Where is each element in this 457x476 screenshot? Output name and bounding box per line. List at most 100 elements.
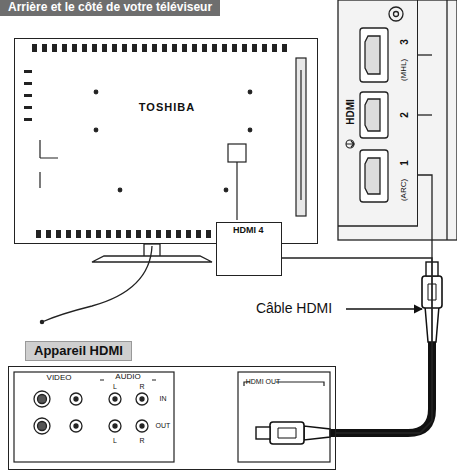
vent-slot (132, 44, 137, 52)
av-jack-part (113, 397, 117, 401)
vent-slot (206, 230, 211, 238)
vent-slot (156, 230, 161, 238)
vent-slot (262, 44, 267, 52)
node-label: HDMI (345, 99, 356, 125)
hdmi-port (360, 28, 388, 202)
vent-slot (52, 44, 57, 52)
av-jack-part (109, 393, 121, 405)
tv-back-part (40, 140, 58, 158)
vent-slot (242, 44, 247, 52)
label-arrow (346, 308, 422, 309)
hdmi-port-part (365, 36, 380, 74)
hdmi-connection (282, 258, 432, 433)
side-panel-part (338, 0, 457, 240)
av-jack-part (136, 420, 148, 432)
vent-slot (76, 230, 81, 238)
vent-slot (146, 230, 151, 238)
vent-slot (92, 44, 97, 52)
side-panel-part (446, 0, 447, 240)
vent-slot (232, 44, 237, 52)
hdmi-cable-part (278, 428, 296, 438)
vent-slot (46, 230, 51, 238)
vent-slot (86, 230, 91, 238)
hdmi-icon (223, 140, 355, 234)
vent-slot (96, 230, 101, 238)
vent-slot (32, 44, 37, 52)
part-label: 3 (399, 39, 410, 45)
hdmi-icon-part (346, 141, 354, 147)
vent-slot (36, 230, 41, 238)
av-jack-part (140, 424, 144, 428)
vent-slot (166, 230, 171, 238)
hdmi-cable-part (304, 426, 330, 440)
vent-slot (152, 44, 157, 52)
vent-slot (82, 44, 87, 52)
vent-slots (24, 44, 287, 238)
vent-slot (62, 44, 67, 52)
hdmi-icon-part (346, 140, 354, 148)
hdmi-cable-part (270, 422, 304, 444)
tv-back-part (296, 58, 306, 216)
part-label: R (139, 383, 144, 391)
part-label: AUDIO (115, 373, 140, 382)
tv-back-part (94, 128, 98, 132)
vent-slot (162, 44, 167, 52)
hdmi-cable (256, 262, 442, 444)
device-panel-part (14, 372, 174, 462)
vent-slot (212, 44, 217, 52)
vent-slot (202, 44, 207, 52)
part-label: R (139, 437, 144, 445)
connection-line-part (418, 54, 432, 55)
av-jack-part (34, 418, 50, 434)
vent-slot (106, 230, 111, 238)
vent-slot (42, 44, 47, 52)
av-jack-part (113, 424, 117, 428)
part-label: (ARC) (400, 179, 409, 201)
part-label: HDMI OUT (246, 378, 281, 386)
part-label: 1 (399, 160, 410, 166)
vent-slot (122, 44, 127, 52)
tv-stand-part (42, 246, 152, 322)
part-label: VIDEO (47, 374, 72, 383)
node-label: HDMI 4 (233, 226, 264, 236)
vent-slot (176, 230, 181, 238)
node-label: Appareil HDMI (25, 341, 132, 361)
tv-back-part (248, 90, 252, 94)
tv-back-part (300, 70, 301, 200)
side-panel-part (394, 12, 399, 17)
side-panel-part (389, 7, 403, 21)
tv-back-part (39, 172, 40, 188)
vent-slot (222, 44, 227, 52)
hdmi-port-part (365, 158, 380, 194)
vent-slot (126, 230, 131, 238)
hdmi-port-part (365, 99, 380, 131)
tv-stand-part (40, 320, 43, 323)
tv-back-part (236, 162, 237, 220)
tv-back-part (118, 188, 122, 192)
tv-stand-part (92, 256, 212, 262)
vent-slot (272, 44, 277, 52)
av-jack-part (136, 393, 148, 405)
hdmi-cable-part (256, 427, 270, 439)
vent-slot (66, 230, 71, 238)
vent-slot (24, 94, 32, 97)
vent-slot (72, 44, 77, 52)
vent-slot (172, 44, 177, 52)
hdmi-port-part (360, 28, 388, 82)
hdmi-port-part (360, 92, 388, 138)
vent-slot (186, 230, 191, 238)
part-label: IN (160, 395, 167, 403)
vent-slot (136, 230, 141, 238)
part-label: OUT (156, 422, 171, 430)
vent-slot (182, 44, 187, 52)
vent-slot (252, 44, 257, 52)
part-label: (MHL) (400, 59, 409, 81)
part-label: Câble HDMI (256, 301, 332, 316)
vent-slot (24, 118, 32, 121)
connection-line (418, 55, 432, 115)
hdmi-port-part (360, 150, 388, 202)
vent-slot (24, 82, 32, 85)
part-label: 2 (399, 112, 410, 118)
tv-back-part (228, 144, 246, 162)
part-label: L (113, 437, 117, 445)
